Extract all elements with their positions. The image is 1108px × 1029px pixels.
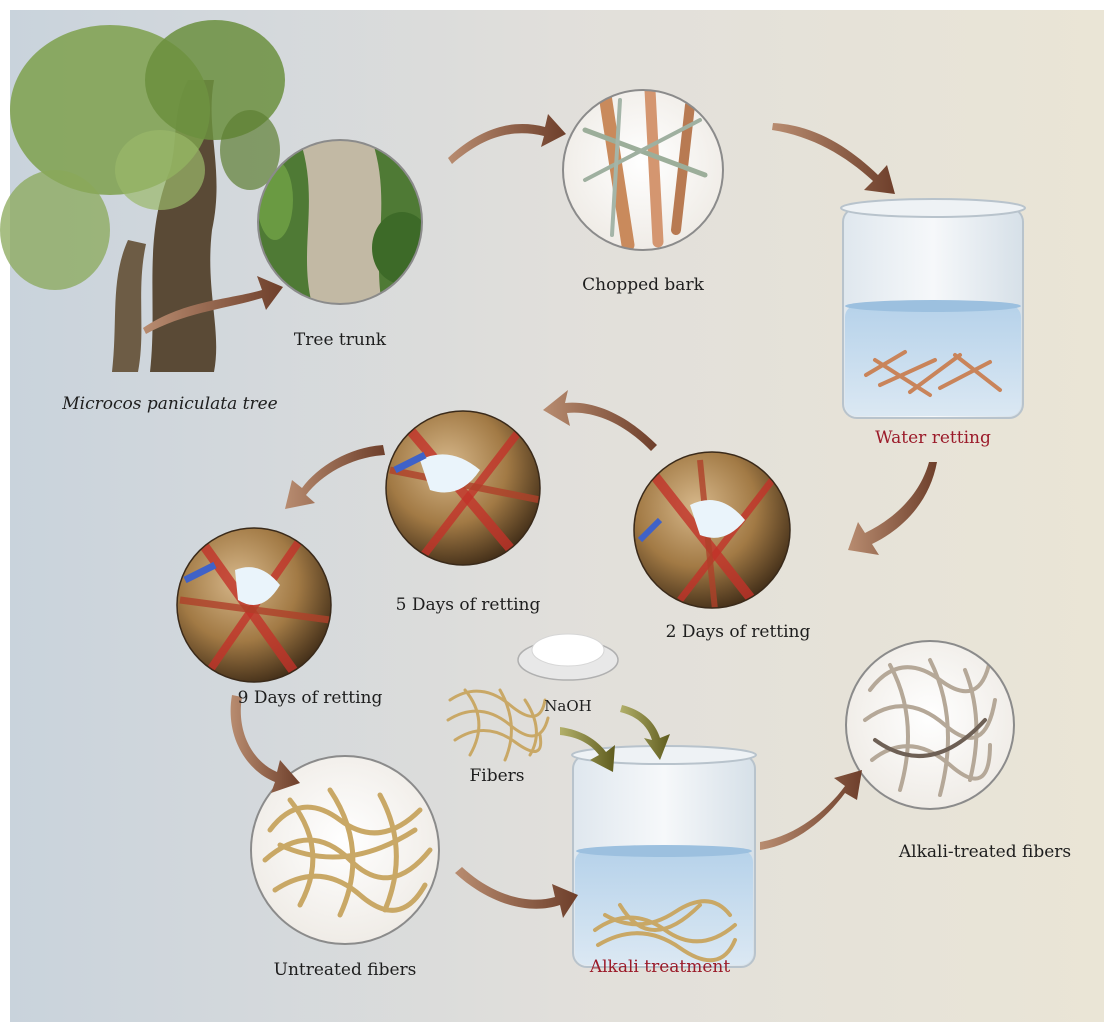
label-water-retting: Water retting [875, 428, 991, 448]
label-chopped-bark: Chopped bark [582, 275, 704, 295]
treated-fibers-image [846, 641, 1014, 809]
label-day2: 2 Days of retting [666, 622, 811, 642]
day2-retting-image [634, 452, 790, 610]
chopped-bark-image [563, 90, 723, 250]
alkali-treatment-beaker [572, 746, 756, 967]
label-untreated-fibers: Untreated fibers [274, 960, 417, 980]
water-retting-beaker [841, 199, 1025, 418]
label-fibers: Fibers [469, 766, 524, 786]
label-day9: 9 Days of retting [238, 688, 383, 708]
label-naoh: NaOH [544, 697, 591, 715]
day5-retting-image [386, 411, 540, 565]
day9-retting-image [177, 528, 331, 682]
label-tree-trunk: Tree trunk [294, 330, 386, 350]
label-alkali-treatment: Alkali treatment [590, 957, 730, 977]
label-treated-fibers: Alkali-treated fibers [899, 842, 1071, 862]
label-day5: 5 Days of retting [396, 595, 541, 615]
label-tree: Microcos paniculata tree [62, 394, 278, 414]
